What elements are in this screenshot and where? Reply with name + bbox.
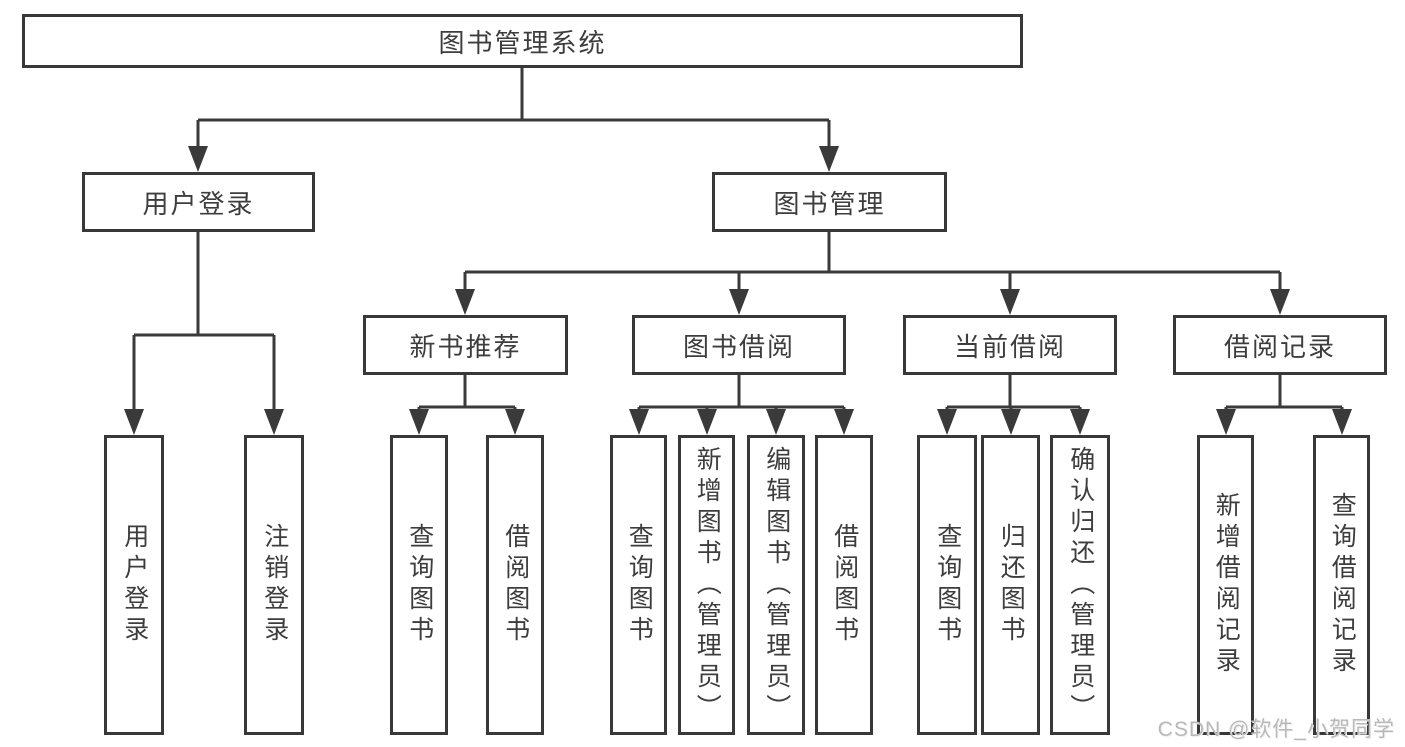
node-book-management: 图书管理 (712, 172, 947, 232)
node-borrowing-records: 借阅记录 (1173, 315, 1387, 375)
leaf-user-login-label: 用户登录 (120, 523, 149, 647)
connector-new-book-recommendation-to-leaves (417, 375, 517, 413)
leaf-user-login: 用户登录 (104, 435, 164, 735)
node-library-management-system: 图书管理系统 (22, 14, 1023, 68)
connector-current-borrowing-to-leaves (945, 375, 1082, 413)
leaf-query-books-borrowing: 查询图书 (610, 435, 667, 735)
connector-root-to-level2 (196, 68, 831, 150)
leaf-return-books: 归还图书 (981, 435, 1040, 735)
leaf-return-books-label: 归还图书 (997, 523, 1026, 647)
leaf-query-books-recommend: 查询图书 (390, 435, 448, 735)
node-current-borrowing-label: 当前借阅 (953, 331, 1066, 362)
leaf-query-books-current-label: 查询图书 (933, 523, 962, 647)
node-new-book-recommendation-label: 新书推荐 (409, 331, 522, 362)
node-current-borrowing: 当前借阅 (903, 315, 1117, 375)
connector-borrowing-records-to-leaves (1224, 375, 1344, 413)
node-book-borrowing: 图书借阅 (632, 315, 846, 375)
leaf-query-books-borrowing-label: 查询图书 (625, 523, 654, 647)
connector-book-management-to-level3 (463, 232, 1282, 293)
leaf-query-books-recommend-label: 查询图书 (405, 523, 434, 647)
leaf-logout-label: 注销登录 (260, 523, 289, 647)
leaf-add-borrow-record-label: 新增借阅记录 (1212, 492, 1241, 678)
connector-user-login-to-leaves (132, 232, 276, 413)
node-library-management-system-label: 图书管理系统 (438, 27, 607, 58)
leaf-query-borrow-record-label: 查询借阅记录 (1328, 492, 1357, 678)
leaf-query-borrow-record: 查询借阅记录 (1313, 435, 1370, 735)
leaf-confirm-return-admin: 确认归还（管理员） (1050, 435, 1110, 735)
node-book-management-label: 图书管理 (773, 188, 886, 219)
leaf-confirm-return-admin-label: 确认归还（管理员） (1066, 445, 1095, 725)
leaf-logout: 注销登录 (244, 435, 304, 735)
node-borrowing-records-label: 借阅记录 (1223, 331, 1336, 362)
leaf-borrow-books-recommend-label: 借阅图书 (501, 523, 530, 647)
connector-book-borrowing-to-leaves (637, 375, 846, 413)
leaf-borrow-books-borrowing-label: 借阅图书 (830, 523, 859, 647)
leaf-add-borrow-record: 新增借阅记录 (1197, 435, 1254, 735)
node-user-login-label: 用户登录 (142, 188, 255, 219)
leaf-borrow-books-borrowing: 借阅图书 (815, 435, 873, 735)
watermark: CSDN @软件_小贺同学 (1157, 718, 1395, 741)
leaf-edit-books-admin: 编辑图书（管理员） (747, 435, 805, 735)
leaf-borrow-books-recommend: 借阅图书 (486, 435, 544, 735)
node-user-login: 用户登录 (82, 172, 315, 232)
leaf-add-books-admin: 新增图书（管理员） (678, 435, 735, 735)
leaf-query-books-current: 查询图书 (917, 435, 977, 735)
node-book-borrowing-label: 图书借阅 (682, 331, 795, 362)
node-new-book-recommendation: 新书推荐 (363, 315, 568, 375)
leaf-edit-books-admin-label: 编辑图书（管理员） (762, 445, 791, 725)
leaf-add-books-admin-label: 新增图书（管理员） (693, 445, 722, 725)
